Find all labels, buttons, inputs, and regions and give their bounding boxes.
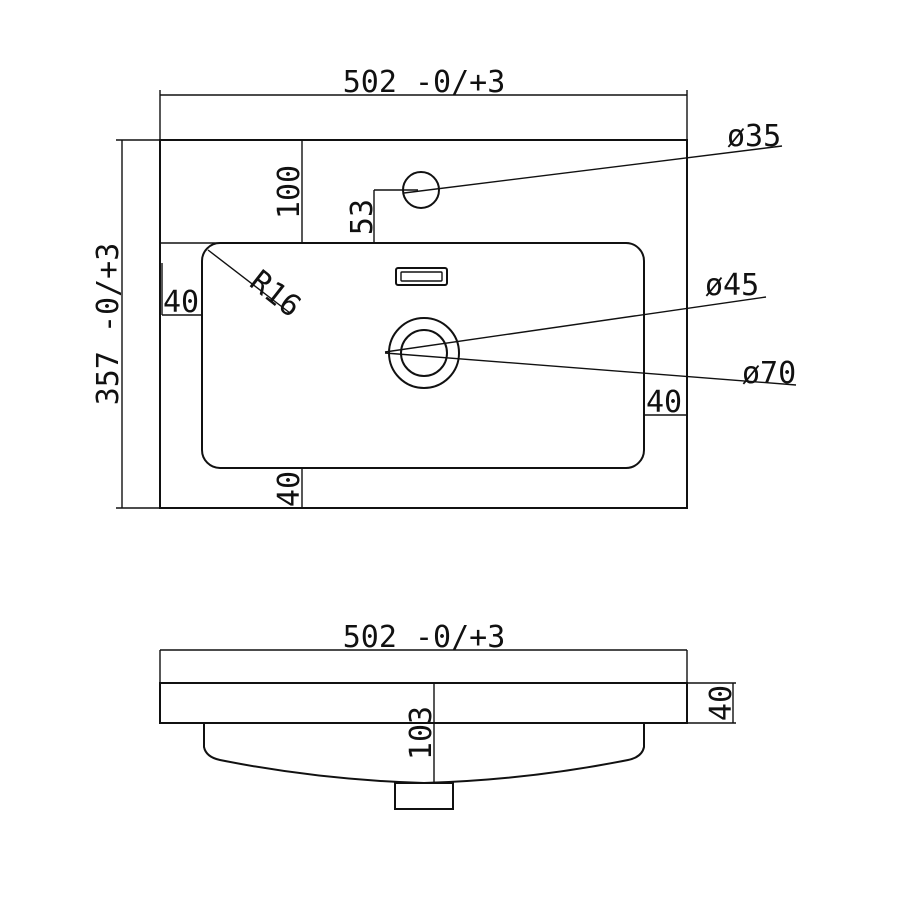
deck-slab: [159, 682, 688, 724]
tap-to-bowl-label: 53: [345, 199, 380, 235]
depth-label: 103: [404, 706, 439, 760]
waste-inner-leader: [384, 296, 767, 353]
side-view: 502 -0/+3 103 40: [159, 620, 739, 810]
deck-thickness-label: 40: [704, 685, 739, 721]
side-width-label: 502 -0/+3: [343, 620, 506, 655]
radius-leader: [207, 249, 291, 314]
overflow-slot: [395, 267, 448, 286]
waste-outer-leader: [384, 352, 797, 386]
tap-offset-label: 100: [272, 165, 307, 219]
left-margin-label: 40: [163, 285, 199, 320]
bottom-margin-label: 40: [272, 471, 307, 507]
waste-outer: [388, 317, 460, 389]
basin-outline: [159, 139, 688, 509]
width-label: 502 -0/+3: [343, 65, 506, 100]
top-view: 502 -0/+3 357 -0/+3 100 53 ø35 R16 40 ø: [91, 65, 797, 509]
tap-hole-diameter-label: ø35: [727, 119, 781, 154]
tap-hole: [402, 171, 440, 209]
corner-radius-label: R16: [243, 264, 307, 325]
waste-spigot: [394, 782, 454, 810]
waste-outer-diameter-label: ø70: [742, 356, 796, 391]
waste-inner-diameter-label: ø45: [705, 268, 759, 303]
overflow-slot-inner: [400, 271, 443, 282]
waste-inner: [400, 329, 448, 377]
tap-hole-leader: [403, 145, 783, 194]
bowl-outline: [201, 242, 645, 469]
right-margin-label: 40: [646, 385, 682, 420]
height-label: 357 -0/+3: [91, 243, 126, 406]
